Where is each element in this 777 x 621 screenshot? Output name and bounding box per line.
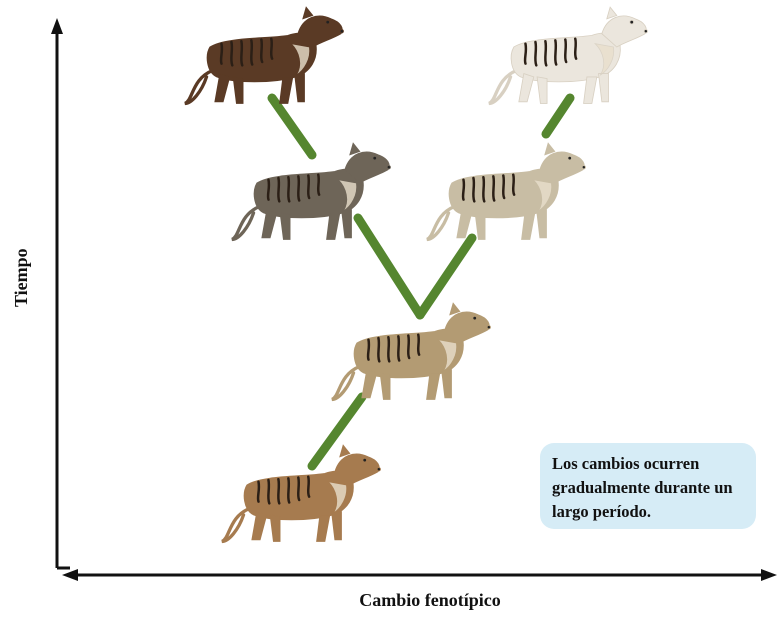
branch-right <box>415 233 477 320</box>
note-box: Los cambios ocurren gradualmente durante… <box>540 443 756 529</box>
tiger-right-top-icon <box>487 5 650 106</box>
tiger-intermediate-icon <box>330 301 493 402</box>
branch-right-top <box>541 93 575 139</box>
branch-left <box>353 213 425 320</box>
evolution-branches <box>267 93 575 471</box>
x-axis-label: Cambio fenotípico <box>359 590 501 610</box>
tiger-left-top-icon <box>183 5 346 106</box>
tiger-ancestor-icon <box>220 443 383 544</box>
branch-left-top <box>267 93 317 160</box>
branch-base <box>307 392 367 471</box>
x-axis-left-arrowhead <box>62 569 78 581</box>
tiger-right-branch-icon <box>425 141 588 242</box>
x-axis-right-arrowhead <box>761 569 777 581</box>
y-axis-label: Tiempo <box>11 248 31 307</box>
y-axis-arrowhead <box>51 18 63 34</box>
